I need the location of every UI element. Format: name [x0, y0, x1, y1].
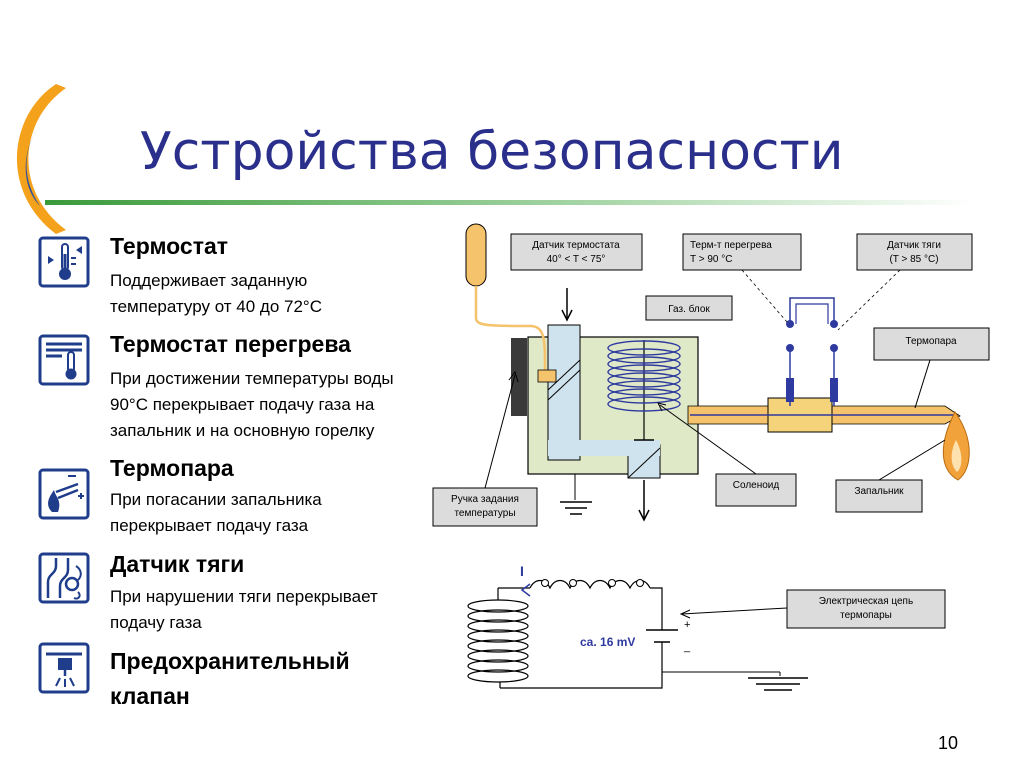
item-title-safety-valve-line2: клапан [110, 683, 190, 709]
thermocouple-circuit: I + _ ca. 16 mV [467, 563, 808, 691]
solenoid-coil [607, 340, 681, 412]
svg-text:I: I [520, 563, 524, 579]
svg-text:Запальник: Запальник [854, 486, 904, 497]
thermocouple-icon [38, 468, 90, 520]
item-desc-thermocouple: При погасании запальника перекрывает под… [110, 490, 322, 535]
item-desc-thermostat: Поддерживает заданную температуру от 40 … [110, 271, 323, 316]
item-title-thermocouple: Термопара [110, 455, 234, 481]
draft-sensor-icon [38, 552, 90, 604]
label-pilot: Запальник [835, 479, 923, 513]
overheat-thermostat-icon [38, 334, 90, 386]
svg-text:Термопара: Термопара [905, 336, 957, 347]
svg-text:_: _ [683, 641, 691, 653]
label-gas-block: Газ. блок [645, 295, 733, 321]
svg-text:Терм-т перегрева: Терм-т перегрева [690, 240, 772, 251]
svg-text:Газ. блок: Газ. блок [668, 303, 710, 315]
label-draft: Датчик тяги (T > 85 °C) [856, 233, 973, 271]
svg-text:(T > 85 °C): (T > 85 °C) [889, 254, 938, 265]
item-title-safety-valve: Предохранительный [110, 648, 350, 674]
svg-text:Датчик термостата: Датчик термостата [532, 240, 620, 251]
label-solenoid: Соленоид [715, 473, 797, 507]
item-desc-draft: При нарушении тяги перекрывает подачу га… [110, 587, 378, 632]
svg-text:температуры: температуры [454, 508, 515, 519]
slide-number: 10 [938, 733, 959, 753]
item-title-thermostat: Термостат [110, 233, 229, 259]
decorative-arc [16, 84, 66, 234]
thermostat-icon [38, 236, 90, 288]
temperature-knob [511, 338, 527, 416]
slide-title: Устройства безопасности [140, 122, 844, 182]
capillary-tube [474, 286, 547, 371]
svg-text:Ручка задания: Ручка задания [451, 494, 519, 505]
label-thermocouple: Термопара [873, 327, 990, 361]
label-thermostat-sensor: Датчик термостата 40° < T < 75° [510, 233, 643, 271]
label-temp-knob: Ручка задания температуры [432, 487, 538, 527]
svg-text:T > 90 °C: T > 90 °C [690, 254, 732, 265]
thermostat-sensor-bulb [465, 223, 487, 287]
svg-text:Соленоид: Соленоид [733, 480, 780, 491]
svg-text:+: + [684, 619, 690, 631]
svg-text:ca. 16 mV: ca. 16 mV [580, 635, 635, 649]
svg-text:Датчик тяги: Датчик тяги [887, 240, 941, 251]
label-overheat: Терм-т перегрева T > 90 °C [682, 233, 802, 271]
valve-body [547, 324, 581, 461]
title-underline [45, 200, 975, 205]
svg-text:Электрическая цепь: Электрическая цепь [819, 596, 913, 607]
svg-text:40° < T < 75°: 40° < T < 75° [547, 254, 606, 265]
safety-valve-icon [38, 642, 90, 694]
label-circuit: Электрическая цепь термопары [786, 589, 946, 629]
item-title-draft: Датчик тяги [110, 551, 245, 577]
item-desc-overheat: При достижении температуры воды 90°С пер… [110, 369, 394, 440]
svg-text:термопары: термопары [840, 610, 892, 621]
item-title-overheat: Термостат перегрева [110, 331, 351, 357]
